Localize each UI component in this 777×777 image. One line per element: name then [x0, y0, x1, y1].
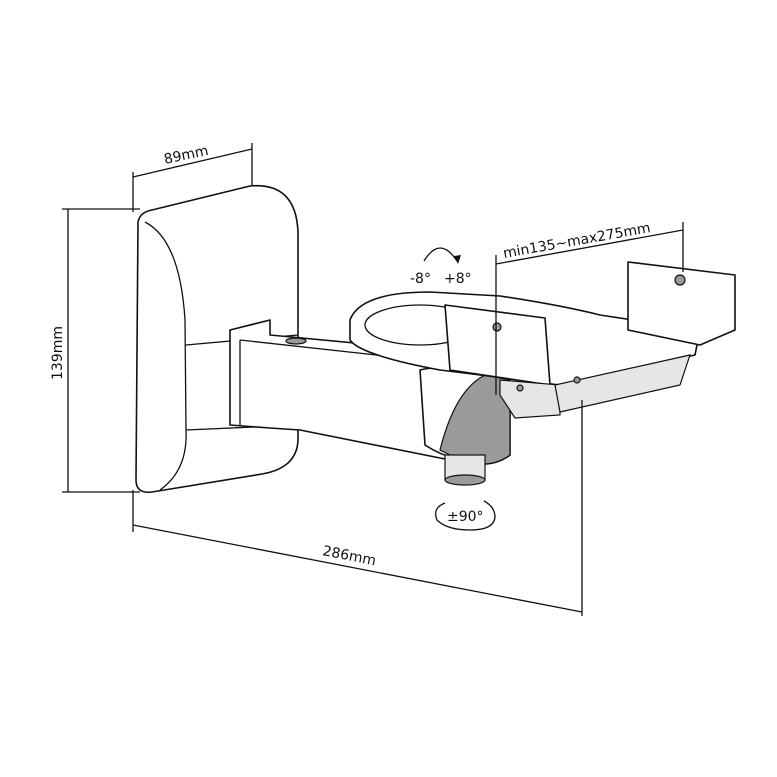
height-dimension: 139mm	[50, 208, 140, 493]
tilt-arrow-icon	[423, 247, 458, 262]
tilt-minus-label: -8°	[410, 271, 431, 287]
height-label: 139mm	[50, 326, 66, 380]
clamp-width-label: min135~max275mm	[502, 220, 652, 262]
speaker-platform	[349, 261, 736, 419]
reach-label: 286mm	[321, 543, 377, 569]
swivel-indicator: ±90°	[434, 500, 496, 531]
tilt-indicator: -8° +8°	[410, 247, 472, 287]
swivel-arrow-icon	[434, 500, 496, 531]
swivel-label: ±90°	[447, 509, 484, 525]
tilt-plus-label: +8°	[444, 271, 472, 287]
